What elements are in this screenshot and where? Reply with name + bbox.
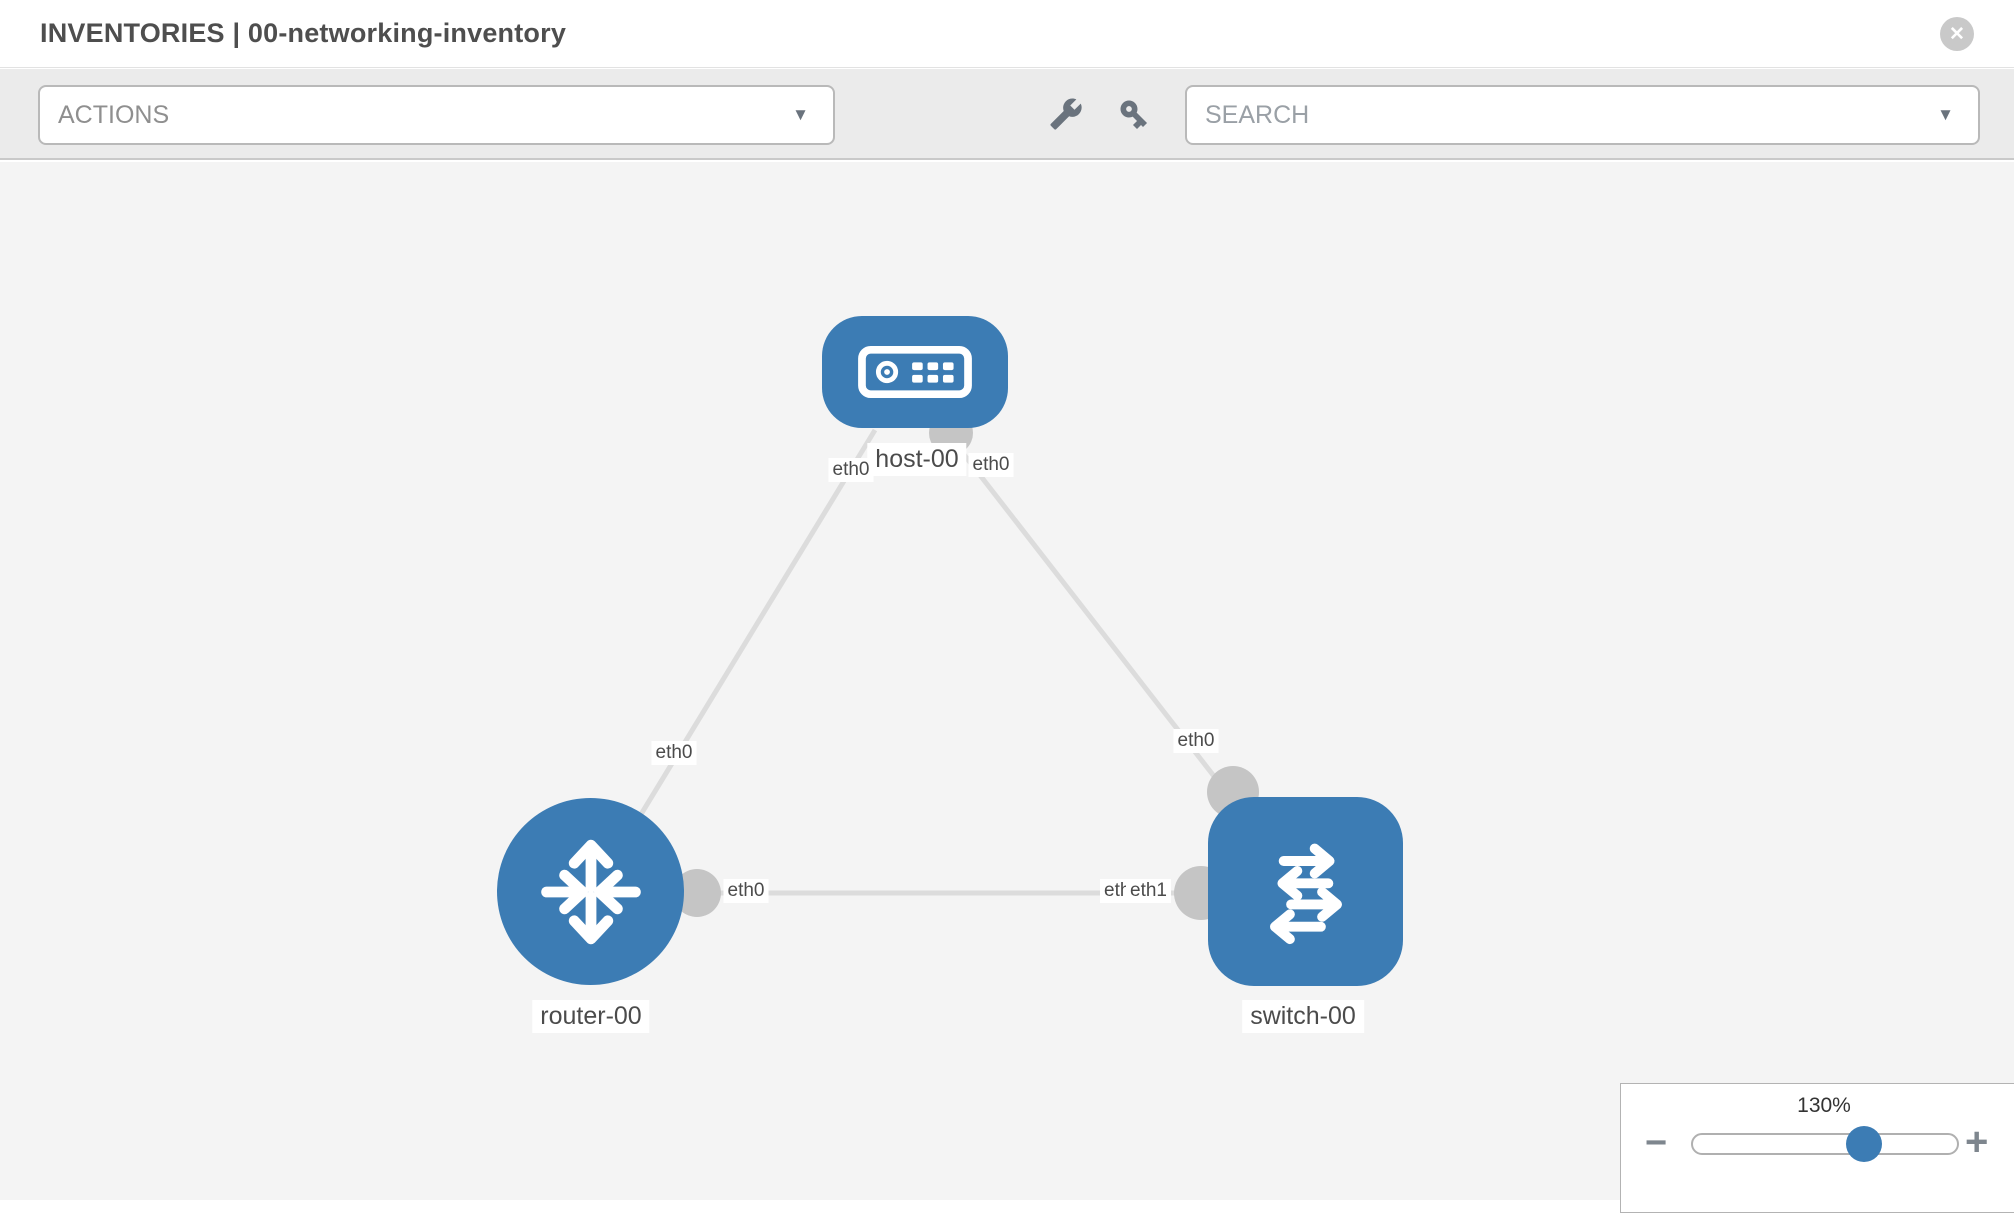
page-title: INVENTORIES | 00-networking-inventory <box>40 18 567 48</box>
zoom-in-button[interactable]: + <box>1965 1122 1988 1162</box>
interface-label: eth0 <box>1173 729 1219 753</box>
key-icon <box>1117 99 1151 134</box>
minus-icon: − <box>1645 1122 1668 1164</box>
toolbar: ACTIONS ▼ ▼ <box>0 69 2014 160</box>
zoom-control: 130% − + <box>1620 1083 2014 1213</box>
wrench-icon <box>1049 98 1083 134</box>
interface-label: eth0 <box>968 453 1014 477</box>
actions-dropdown[interactable]: ACTIONS ▼ <box>38 85 835 145</box>
zoom-out-button[interactable]: − <box>1645 1124 1667 1162</box>
node-label-switch: switch-00 <box>1242 1000 1364 1033</box>
node-host-00[interactable] <box>822 316 1008 428</box>
chevron-down-icon: ▼ <box>1937 105 1954 124</box>
interface-label: eth0 <box>723 879 769 903</box>
switch-icon <box>1244 830 1368 954</box>
zoom-slider-thumb[interactable] <box>1846 1126 1882 1162</box>
node-router-00[interactable] <box>497 798 684 985</box>
plus-icon: + <box>1965 1120 1989 1164</box>
zoom-slider[interactable] <box>1691 1133 1959 1155</box>
search-input[interactable] <box>1205 100 1885 130</box>
interface-label: eth1 <box>1126 879 1171 903</box>
close-icon: ✕ <box>1949 23 1965 45</box>
link-host-router[interactable] <box>609 428 878 864</box>
node-label-host: host-00 <box>867 443 967 476</box>
interface-label: eth0 <box>828 458 874 482</box>
interface-label: eth0 <box>651 741 697 765</box>
host-icon <box>857 345 973 399</box>
search-dropdown[interactable]: ▼ <box>1185 85 1980 145</box>
switch-icon-node[interactable] <box>1208 797 1403 986</box>
topology-edges <box>609 411 1306 920</box>
configure-button[interactable] <box>1044 95 1088 135</box>
header: INVENTORIES | 00-networking-inventory ✕ <box>0 0 2014 68</box>
router-icon <box>531 832 651 952</box>
actions-dropdown-label: ACTIONS <box>58 100 170 129</box>
credentials-button[interactable] <box>1112 95 1156 135</box>
interface-handle <box>673 869 721 917</box>
close-button[interactable]: ✕ <box>1940 17 1974 51</box>
link-host-switch[interactable] <box>946 432 1264 840</box>
node-label-router: router-00 <box>532 1000 650 1033</box>
topology-canvas[interactable]: host-00 router-00 switch-00 eth0 eth0 et… <box>0 162 2014 1213</box>
zoom-level-text: 130% <box>1797 1094 1851 1117</box>
chevron-down-icon: ▼ <box>792 105 809 124</box>
